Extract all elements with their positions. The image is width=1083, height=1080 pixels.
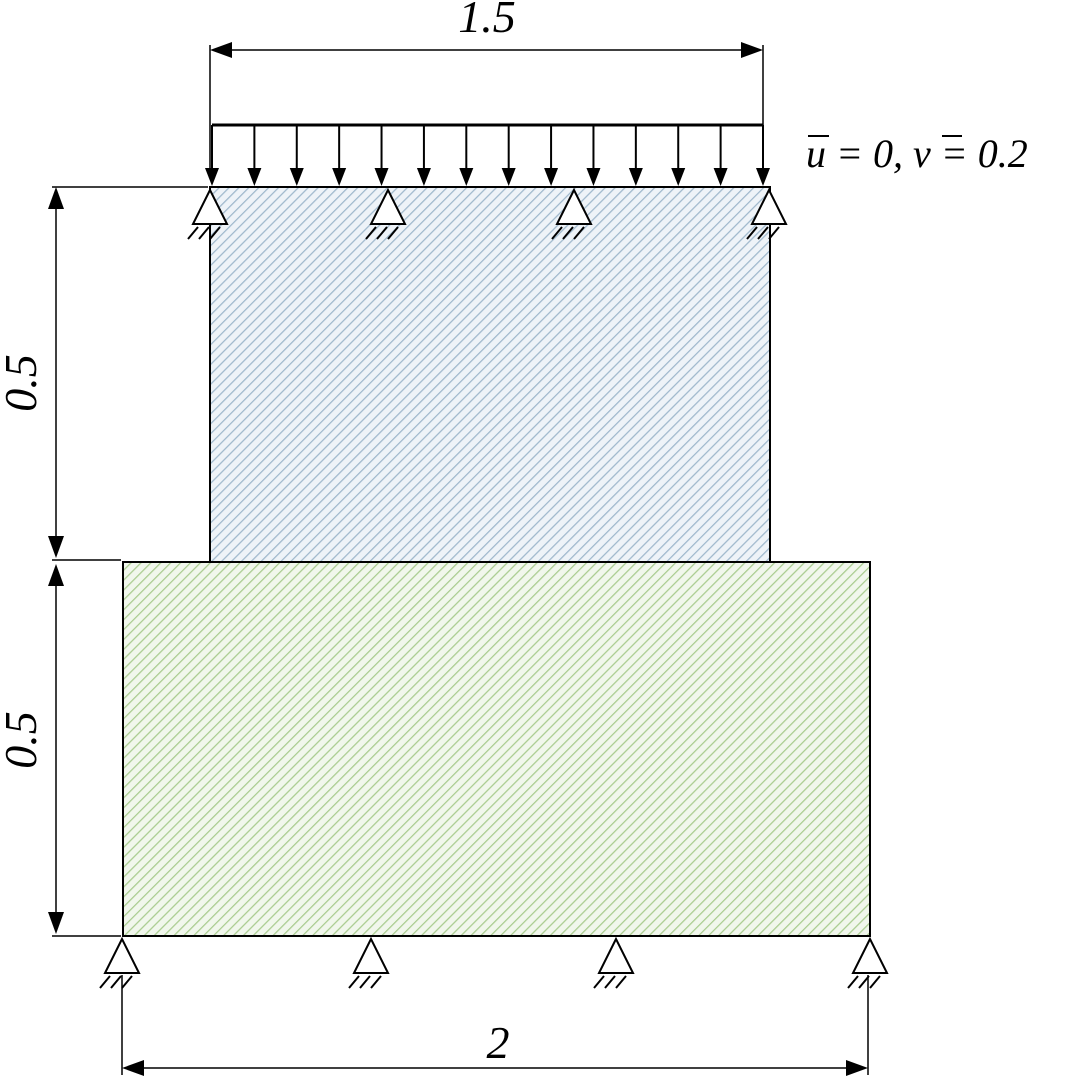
pin-support-icon [99,936,141,989]
load-arrow [756,125,770,186]
top-width-dimension: 1.5 [209,0,764,170]
top-supports [187,187,788,240]
load-arrow [459,125,474,186]
distributed-load [205,123,770,186]
upper-block [209,186,771,563]
upper-height-dimension: 0.5 [0,186,208,561]
load-arrow [586,125,601,186]
bottom-width-label: 2 [487,1017,510,1068]
upper-height-label: 0.5 [0,354,46,412]
pin-support-icon [746,187,788,240]
load-arrow [205,125,219,186]
pin-support-icon [348,936,390,989]
load-arrow [671,125,686,186]
load-arrow [247,125,262,186]
load-arrow [501,125,516,186]
pin-support-icon [847,936,889,989]
lower-height-label: 0.5 [0,711,46,769]
load-arrow [544,125,559,186]
pin-support-icon [365,187,407,240]
pin-support-icon [187,187,229,240]
pin-support-icon [551,187,593,240]
bottom-width-dimension: 2 [121,975,869,1076]
top-width-label: 1.5 [458,0,516,42]
load-arrow [332,125,347,186]
load-arrow [289,125,304,186]
pin-support-icon [593,936,635,989]
lower-height-dimension: 0.5 [0,564,121,937]
boundary-condition-label: u = 0, v = 0.2 [806,131,1028,176]
lower-block [122,561,871,937]
load-arrow [713,125,728,186]
load-arrow [628,125,643,186]
load-arrow [374,125,389,186]
bottom-supports [99,936,889,989]
load-arrow [416,125,431,186]
